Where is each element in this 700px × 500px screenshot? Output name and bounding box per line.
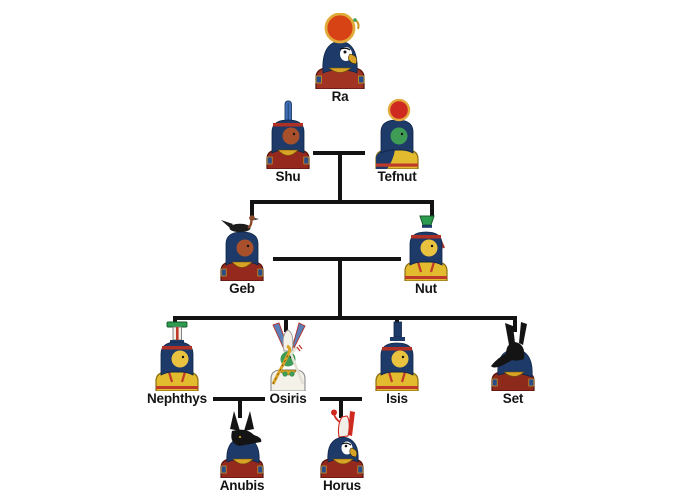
water-pot-goddess-icon [404,215,448,281]
deity-label: Horus [322,478,361,493]
node-set: Set [488,321,538,406]
node-osiris: Osiris [263,321,313,406]
deity-label: Anubis [219,478,265,493]
feather-crown-god-icon [266,100,310,169]
marriage-line-geb-nut [273,257,401,261]
lioness-sun-disc-goddess-icon [375,99,419,169]
mummy-atef-crown-god-icon [270,322,306,391]
deity-label: Tefnut [377,169,417,184]
node-tefnut: Tefnut [372,99,422,184]
falcon-sun-disc-god-icon [315,13,365,89]
falcon-red-crown-god-icon [320,409,364,478]
sibling-bracket-gen3 [173,316,517,320]
bracket-tick-nut [430,200,434,217]
throne-crown-goddess-icon [375,321,419,391]
node-isis: Isis [372,321,422,406]
node-nut: Nut [401,211,451,296]
jackal-head-god-icon [220,411,264,478]
deity-label: Set [502,391,524,406]
deity-label: Nut [415,281,437,296]
deity-label: Nephthys [147,391,207,406]
deity-label: Isis [386,391,408,406]
set-animal-god-icon [491,322,535,391]
goose-crown-god-icon [220,215,264,281]
node-nephthys: Nephthys [147,321,207,406]
bracket-tick-osiris [284,316,288,332]
descent-line-shu-tefnut [338,151,342,204]
bracket-tick-geb [250,200,254,217]
basket-house-goddess-icon [155,321,199,391]
node-anubis: Anubis [217,408,267,493]
descent-line-anubis [238,397,242,418]
node-shu: Shu [263,99,313,184]
sibling-bracket-geb-nut [250,200,434,204]
descent-line-geb-nut [338,257,342,320]
deity-label: Shu [275,169,301,184]
node-horus: Horus [317,408,367,493]
bracket-tick-set [513,316,517,332]
deity-label: Ra [331,89,349,104]
node-geb: Geb [217,211,267,296]
deity-label: Geb [229,281,255,296]
node-ra: Ra [311,13,369,104]
deity-label: Osiris [269,391,307,406]
descent-line-horus [339,397,343,418]
